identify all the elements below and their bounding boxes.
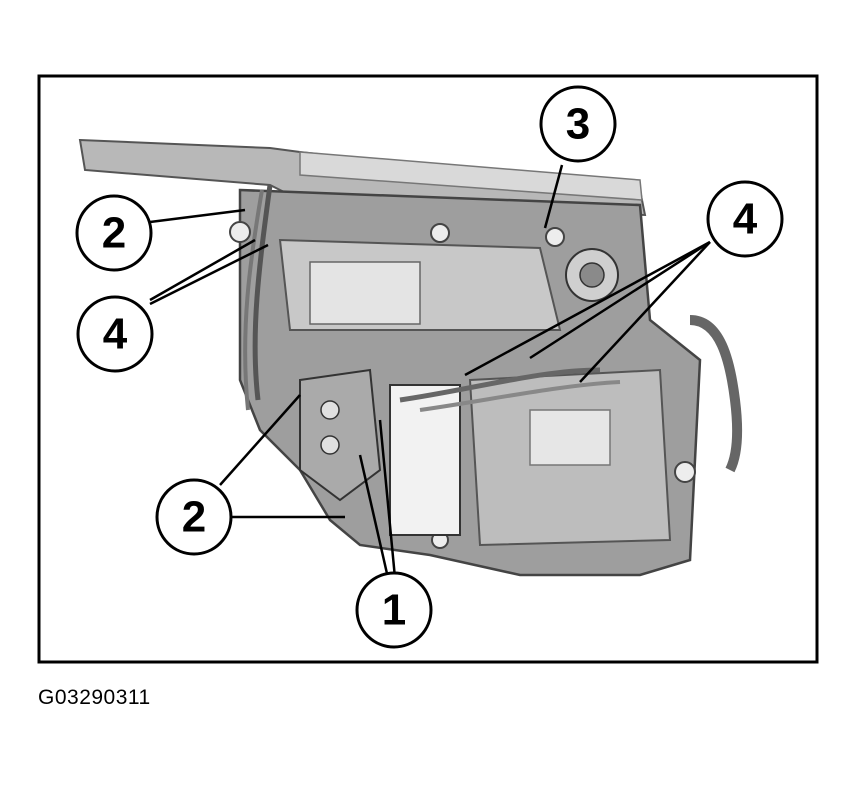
callout-4-right: 4 — [706, 180, 784, 258]
figure-id-caption: G03290311 — [38, 686, 151, 709]
callout-2-bottom: 2 — [155, 478, 233, 556]
callout-3-label: 3 — [566, 100, 590, 149]
callout-4-left: 4 — [76, 295, 154, 373]
door-carrier-body — [78, 138, 743, 577]
callout-2-top-label: 2 — [102, 209, 126, 258]
callout-4-right-label: 4 — [733, 195, 758, 244]
callout-1-label: 1 — [382, 586, 406, 635]
leader-lines — [149, 164, 711, 579]
callout-2-top: 2 — [75, 194, 153, 272]
callout-1: 1 — [355, 571, 433, 649]
callout-3: 3 — [539, 85, 617, 163]
callout-4-left-label: 4 — [103, 310, 128, 359]
callout-2-bottom-label: 2 — [182, 493, 206, 542]
